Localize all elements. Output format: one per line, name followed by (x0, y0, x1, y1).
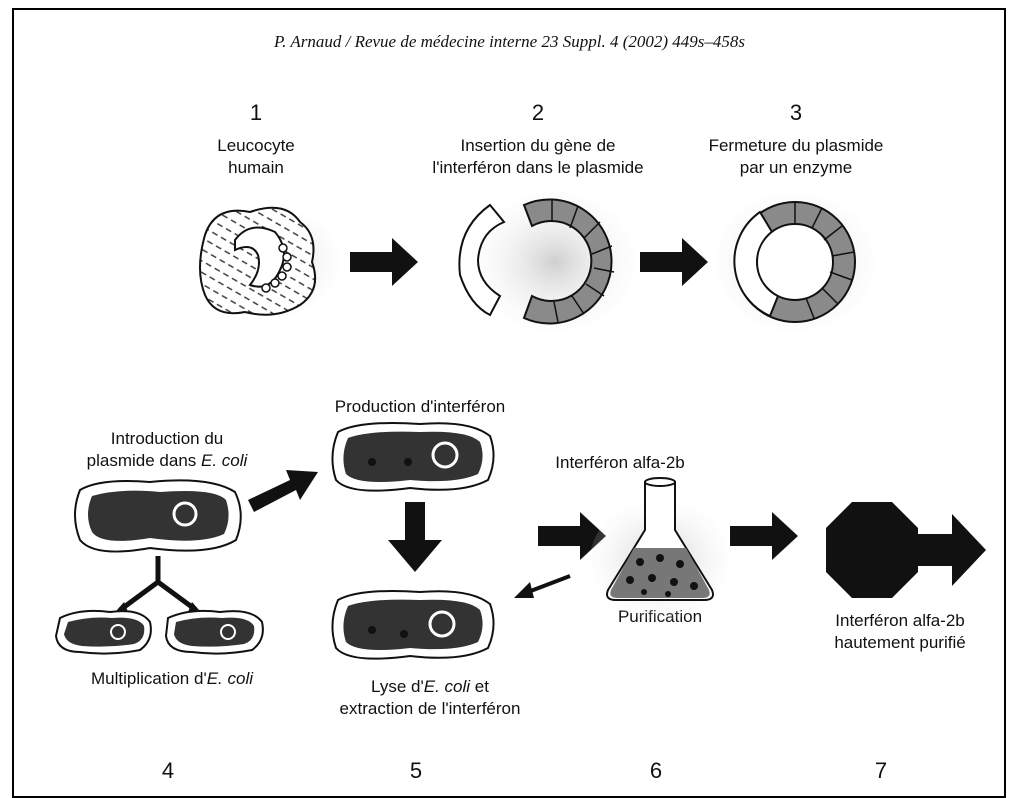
step-7-label: Interféron alfa-2b hautement purifié (800, 610, 1000, 654)
step-4-number: 4 (161, 758, 175, 783)
arrow-4-to-5 (248, 470, 318, 512)
step-4-line1: Introduction du (110, 429, 224, 448)
step-5-line2: extraction de l'interféron (339, 699, 521, 718)
arrow-down-5 (388, 502, 442, 572)
step-7-line2: hautement purifié (834, 633, 966, 652)
step-4-line2-text: plasmide dans (86, 451, 202, 470)
step-5-line1: Lyse d'E. coli et (320, 676, 540, 698)
bacterium-small-left-icon (54, 609, 152, 655)
bacterium-lysis-icon (331, 590, 495, 660)
split-arrows (118, 556, 198, 613)
step-2-line2: l'interféron dans le plasmide (432, 158, 644, 177)
citation-header: P. Arnaud / Revue de médecine interne 23… (273, 32, 746, 51)
arrow-6-to-5 (514, 574, 571, 598)
step-5-number: 5 (409, 758, 423, 783)
multiplication-ecoli: E. coli (206, 669, 253, 688)
step-4-line2: plasmide dans E. coli (62, 450, 272, 472)
step-1-label: Leucocyte humain (176, 135, 336, 179)
leukocyte-icon (199, 206, 340, 317)
bacterium-production-icon (331, 422, 495, 492)
multiplication-label: Multiplication d'E. coli (52, 668, 292, 690)
step-4-label: Introduction du plasmide dans E. coli (62, 428, 272, 472)
step-1-number: 1 (249, 100, 263, 125)
arrow-1-to-2 (350, 238, 418, 286)
open-plasmid-icon (458, 192, 635, 332)
step-1-line1: Leucocyte (217, 136, 295, 155)
multiplication-text: Multiplication d' (91, 669, 207, 688)
step-3-line2: par un enzyme (739, 158, 853, 177)
step-3-label: Fermeture du plasmide par un enzyme (676, 135, 916, 179)
step-2-number: 2 (531, 100, 545, 125)
lyse-ecoli: E. coli (423, 677, 471, 696)
arrow-6-to-7 (730, 512, 798, 560)
arrow-5-to-6 (538, 512, 606, 560)
step-5-label: Lyse d'E. coli et extraction de l'interf… (320, 676, 540, 720)
flask-icon (590, 477, 730, 620)
purified-interferon-icon (826, 502, 986, 598)
bacterium-small-right-icon (164, 609, 264, 655)
lyse-text: Lyse d' (371, 677, 424, 696)
step-4-ecoli: E. coli (201, 451, 248, 470)
bacterium-step4-icon (74, 479, 242, 553)
step-1-line2: humain (228, 158, 284, 177)
step-2-line1: Insertion du gène de (460, 136, 616, 155)
arrow-2-to-3 (640, 238, 708, 286)
step-3-line1: Fermeture du plasmide (708, 136, 884, 155)
step-6-top-label: Interféron alfa-2b (555, 453, 685, 472)
step-3-number: 3 (789, 100, 803, 125)
production-label: Production d'interféron (334, 397, 506, 416)
step-6-number: 6 (649, 758, 663, 783)
closed-plasmid-icon (715, 192, 875, 332)
step-7-line1: Interféron alfa-2b (835, 611, 965, 630)
step-7-number: 7 (874, 758, 888, 783)
lyse-et: et (470, 677, 489, 696)
step-2-label: Insertion du gène de l'interféron dans l… (408, 135, 668, 179)
